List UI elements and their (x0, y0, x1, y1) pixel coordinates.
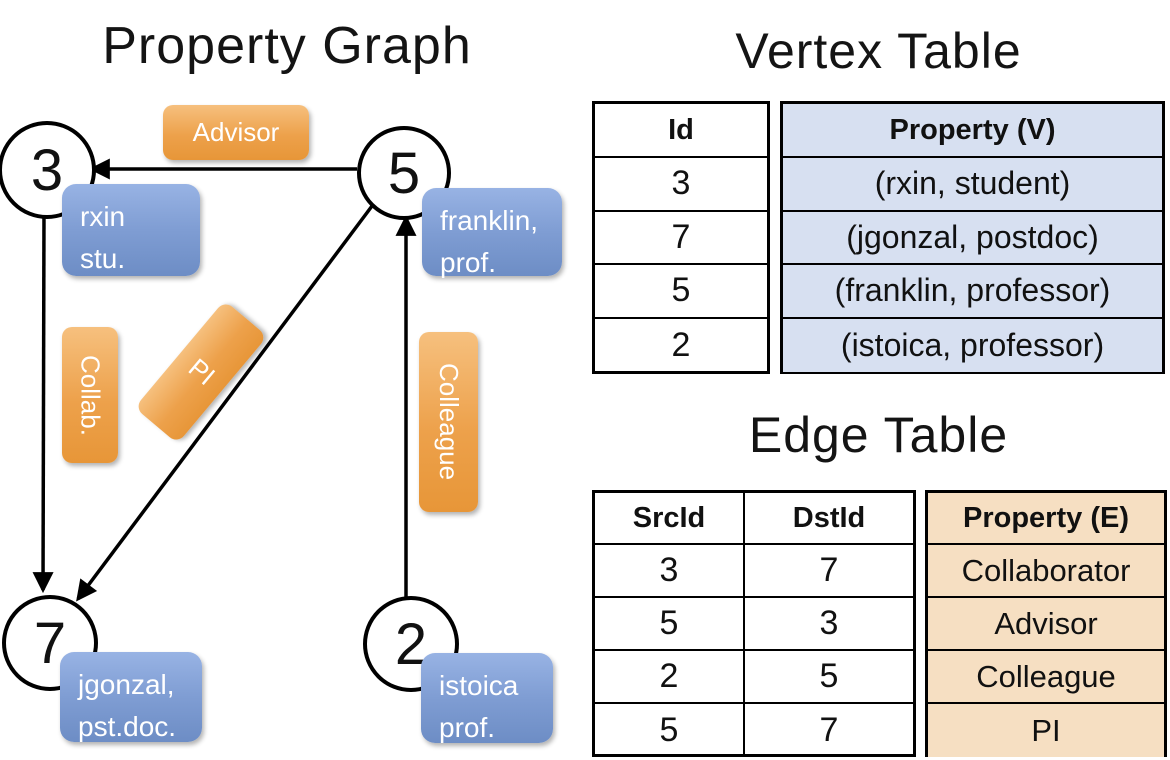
edge-table-title: Edge Table (748, 407, 1009, 463)
edge-label-advisor: Advisor (163, 105, 309, 160)
jgonzal-line2: pst.doc. (78, 711, 177, 742)
edge-row-property: Colleague (928, 651, 1164, 704)
edge-row-property: PI (928, 704, 1164, 757)
edge-row-dstid: 5 (743, 651, 913, 702)
colleague-label-text: Colleague (434, 363, 464, 481)
vertex-label-istoica: istoica prof. (421, 653, 553, 743)
collab-label-text: Collab. (75, 354, 106, 436)
graph-edges (32, 158, 417, 602)
vertex-row-property: (rxin, student) (783, 158, 1162, 212)
vertex-table-property-column: Property (V) (rxin, student) (jgonzal, p… (780, 101, 1165, 374)
jgonzal-line1: jgonzal, (78, 669, 175, 700)
rxin-line1: rxin (80, 201, 126, 232)
edge-table-row: 2 5 (595, 651, 913, 704)
edge-table-id-columns: SrcId DstId 3 7 5 3 2 5 5 7 (592, 490, 916, 757)
edge-row-dstid: 7 (743, 704, 913, 757)
edge-table-header-row: SrcId DstId (595, 493, 913, 545)
edge-row-dstid: 7 (743, 545, 913, 596)
edge-row-property: Advisor (928, 598, 1164, 651)
vertex-row-id: 2 (671, 325, 691, 364)
istoica-line1: istoica (439, 670, 519, 701)
vertex-row-property: (franklin, professor) (783, 265, 1162, 319)
edge-table-property-column: Property (E) Collaborator Advisor Collea… (925, 490, 1167, 757)
graph-node-2: 2 (363, 596, 459, 692)
edge-header-srcid: SrcId (632, 501, 706, 534)
edge-label-collab: Collab. (62, 327, 118, 463)
vertex-label-rxin: rxin stu. (62, 184, 200, 276)
vertex-table-title: Vertex Table (735, 23, 1022, 79)
edge-collab-3-to-7 (32, 212, 54, 594)
edge-table-row: 5 7 (595, 704, 913, 757)
edge-row-dstid: 3 (743, 598, 913, 649)
edge-header-property: Property (E) (928, 493, 1164, 545)
edge-table-row: 3 7 (595, 545, 913, 598)
node-5-id: 5 (387, 140, 421, 206)
franklin-line2: prof. (440, 247, 497, 278)
edge-header-dstid: DstId (743, 493, 913, 543)
pi-label-text: PI (182, 352, 221, 392)
property-graph-title: Property Graph (102, 17, 472, 75)
istoica-line2: prof. (439, 712, 496, 743)
rxin-line2: stu. (80, 243, 126, 274)
vertex-row-id: 3 (595, 158, 767, 212)
edge-row-srcid: 5 (659, 604, 679, 642)
franklin-line1: franklin, (440, 205, 539, 236)
edge-row-srcid: 3 (659, 551, 679, 589)
vertex-table-id-column: Id 3 7 5 2 (592, 101, 770, 374)
edge-label-colleague: Colleague (419, 332, 478, 512)
vertex-header-id: Id (595, 104, 767, 158)
edge-pi-5-to-7 (76, 200, 377, 602)
edge-row-property: Collaborator (928, 545, 1164, 598)
vertex-header-property: Property (V) (783, 104, 1162, 158)
vertex-row-property: (jgonzal, postdoc) (783, 211, 1162, 265)
edge-row-srcid: 5 (659, 711, 679, 749)
vertex-label-jgonzal: jgonzal, pst.doc. (60, 652, 202, 742)
edge-row-srcid: 2 (659, 657, 679, 695)
vertex-row-id: 5 (595, 265, 767, 319)
advisor-label-text: Advisor (192, 117, 280, 147)
edge-table-row: 5 3 (595, 598, 913, 651)
vertex-label-franklin: franklin, prof. (422, 188, 562, 278)
vertex-row-id: 7 (595, 212, 767, 265)
node-3-id: 3 (30, 137, 64, 203)
vertex-row-property: (istoica, professor) (783, 318, 1162, 372)
